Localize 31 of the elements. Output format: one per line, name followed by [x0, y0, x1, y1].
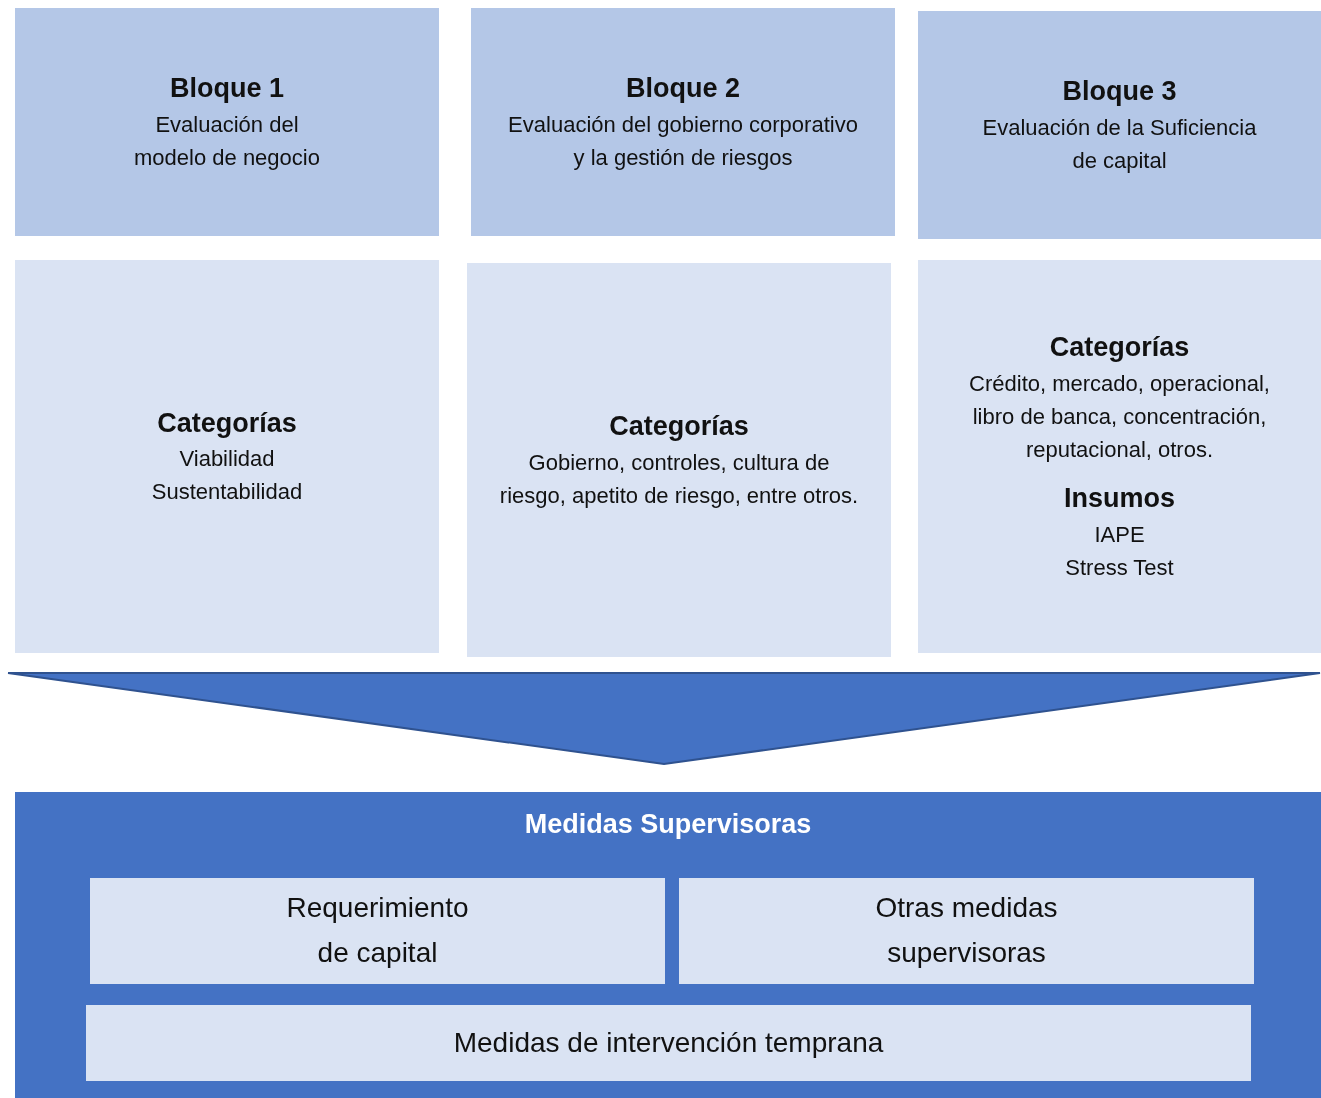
heading: Categorías	[609, 410, 749, 444]
measure-box	[90, 878, 665, 984]
heading: Bloque 2	[626, 72, 740, 106]
label-text: Crédito, mercado, operacional, libro de banca, concentración, reputacional, otros.	[968, 370, 1271, 464]
category-box	[467, 263, 891, 657]
label-text: Viabilidad	[179, 445, 275, 474]
label-text: Evaluación del modelo de negocio	[133, 110, 321, 172]
heading: Insumos	[1064, 482, 1175, 515]
heading: Bloque 1	[170, 72, 284, 106]
category-box	[918, 260, 1321, 653]
label-text: Evaluación del gobierno corporativo y la gestión de riesgos	[508, 110, 858, 172]
label-text: Medidas de intervención temprana	[453, 1025, 884, 1060]
heading: Medidas Supervisoras	[524, 808, 812, 841]
block-box	[471, 8, 895, 236]
heading: Categorías	[1049, 331, 1190, 365]
heading: Categorías	[157, 406, 297, 440]
heading: Bloque 3	[1062, 75, 1177, 109]
measure-box	[679, 878, 1254, 984]
chevron-arrow-shape	[7, 672, 1321, 765]
measures-panel	[15, 792, 1321, 1098]
label-text: Sustentabilidad	[151, 478, 303, 507]
block-box	[918, 11, 1321, 239]
block-box	[15, 8, 439, 236]
label-text: Gobierno, controles, cultura de riesgo, apetito de riesgo, entre otros.	[499, 448, 859, 510]
label-text: Evaluación de la Suficiencia de capital	[981, 113, 1258, 175]
label-text: Stress Test	[1065, 553, 1174, 582]
label-text: IAPE	[1094, 520, 1145, 549]
label-text: Requerimiento de capital	[285, 891, 470, 970]
label-text: Otras medidas supervisoras	[874, 891, 1059, 970]
category-box	[15, 260, 439, 653]
measure-box	[86, 1005, 1251, 1081]
